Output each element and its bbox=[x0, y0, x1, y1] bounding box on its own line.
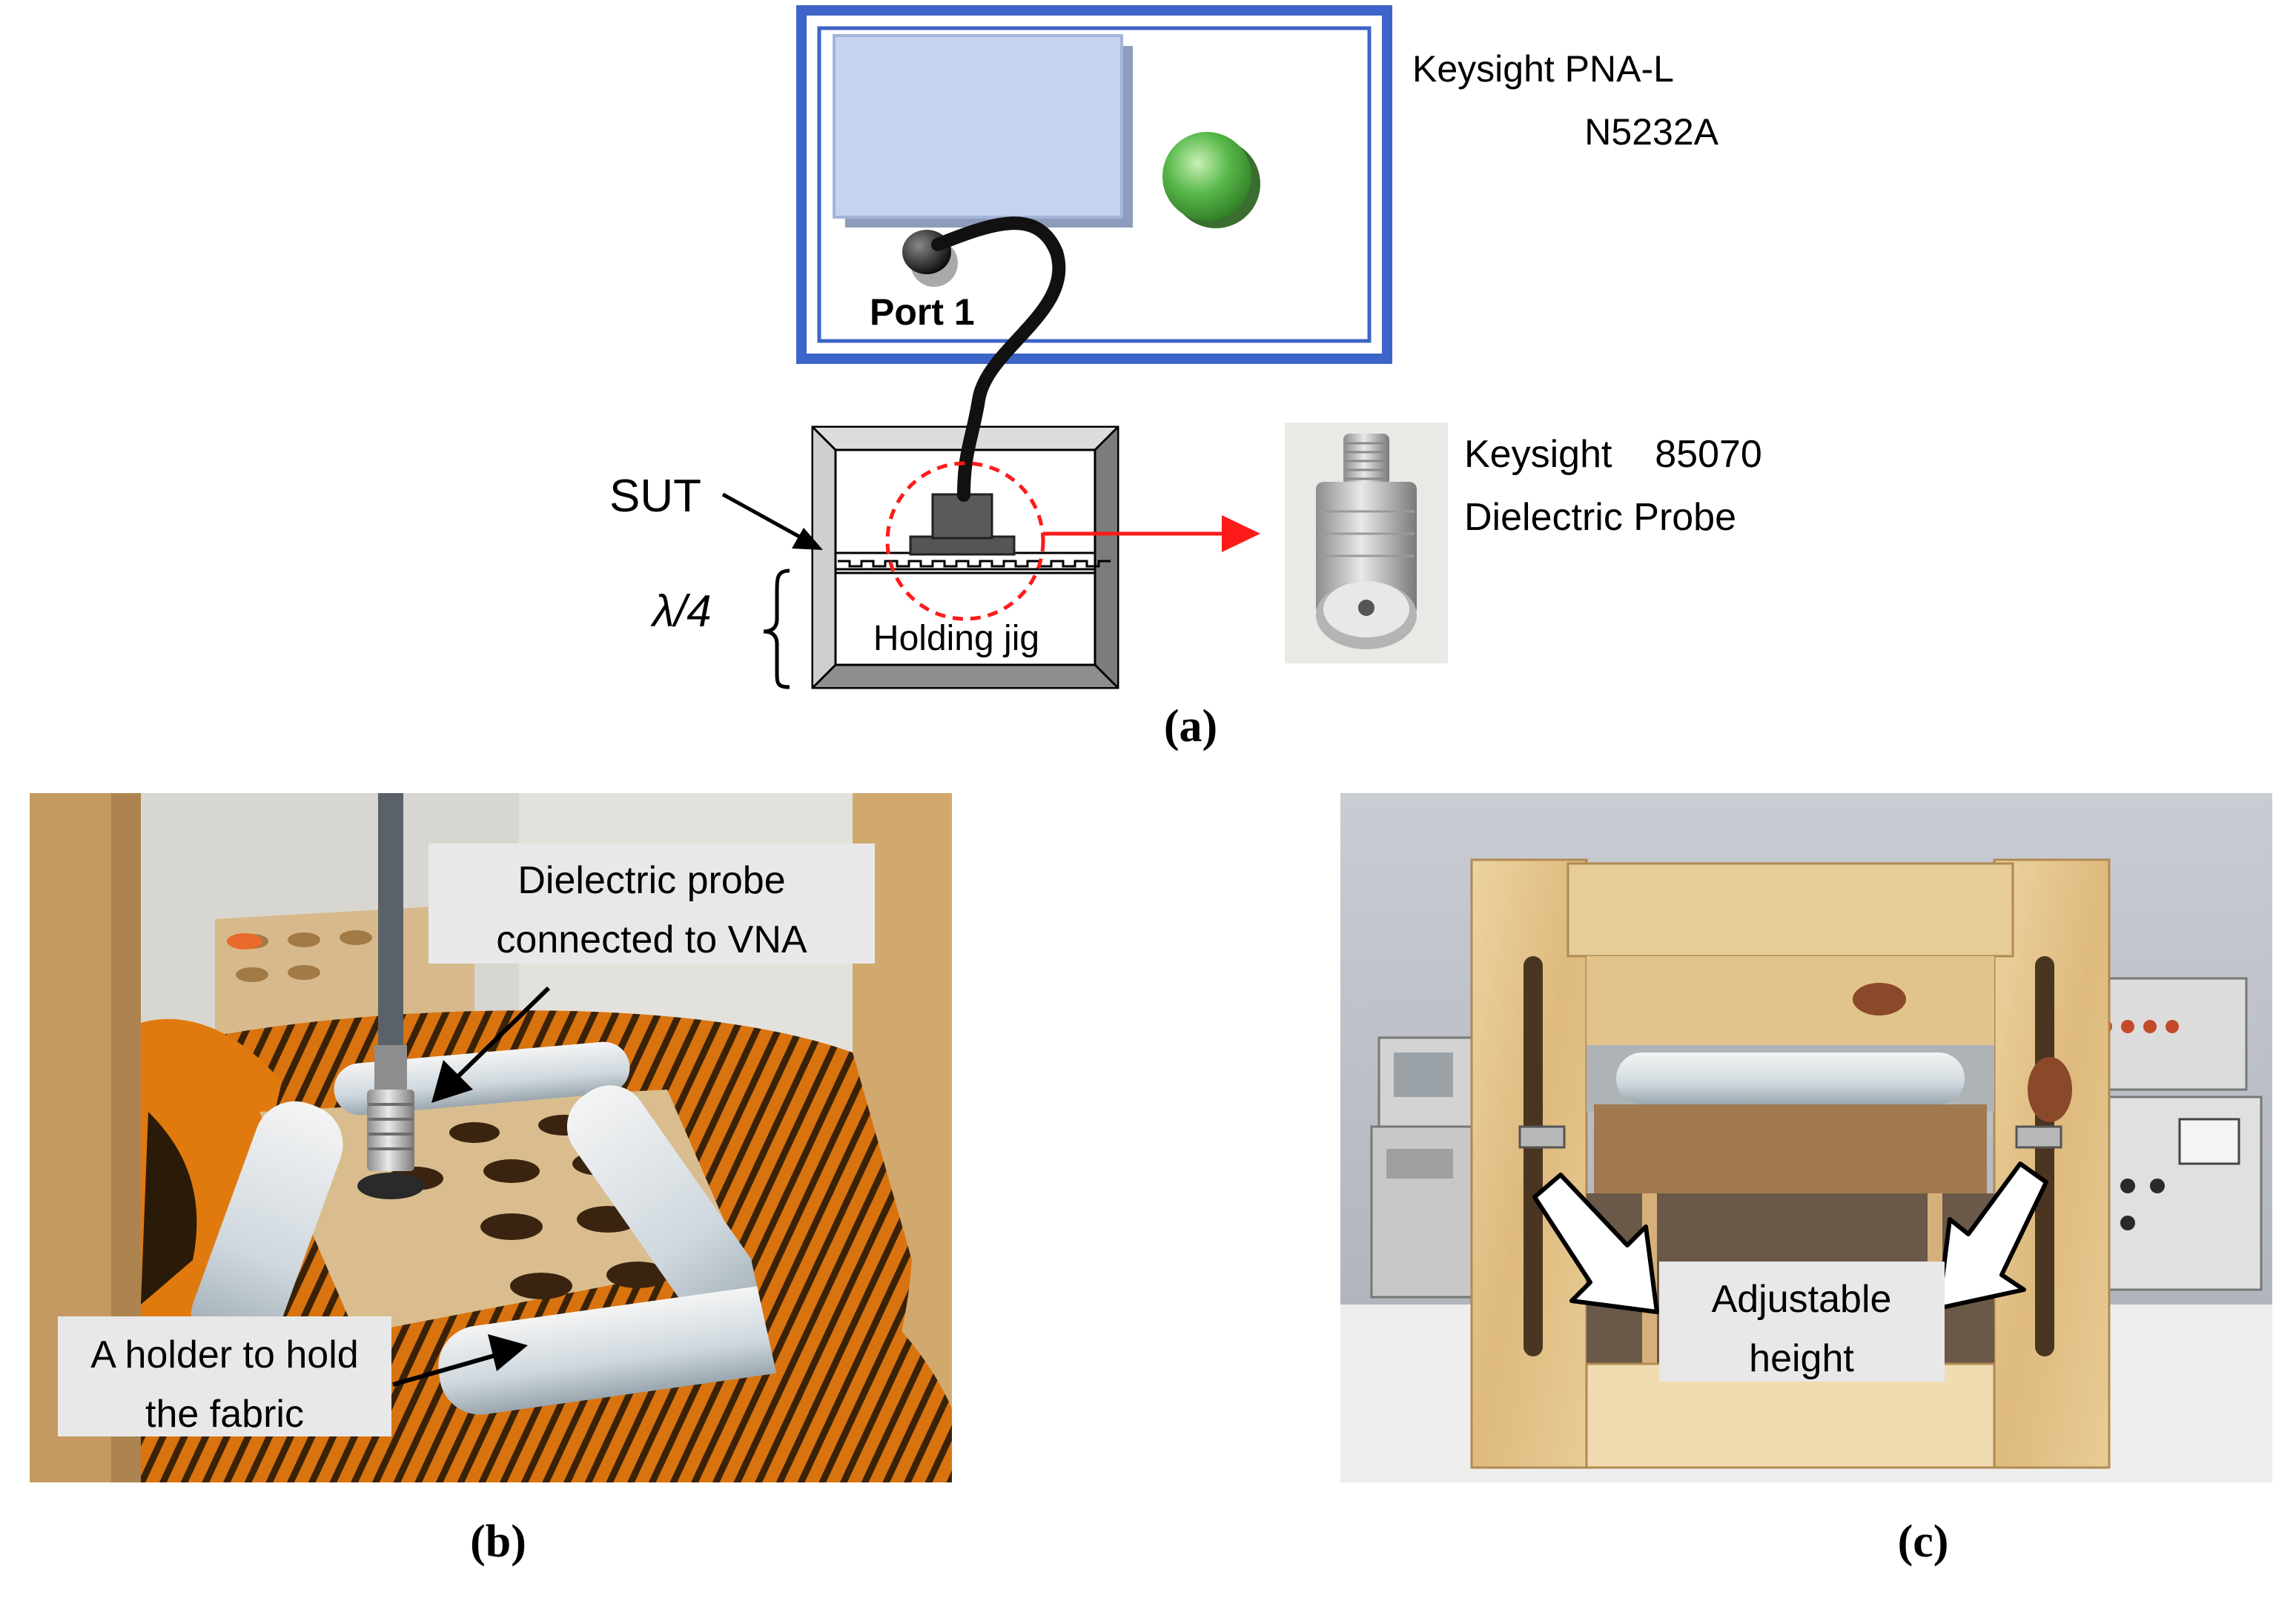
sut-label: SUT bbox=[609, 471, 701, 522]
led-indicator-icon bbox=[1162, 132, 1251, 221]
callout-holder-arrow-line bbox=[392, 1353, 497, 1387]
height-brace bbox=[763, 569, 790, 689]
zoom-circle bbox=[885, 461, 1045, 621]
coax-cable bbox=[931, 216, 1066, 502]
vna-inner-frame bbox=[817, 26, 1372, 343]
callout-holder-line2: the fabric bbox=[145, 1393, 304, 1436]
caption-b: (b) bbox=[470, 1517, 526, 1567]
callout-probe-arrow-head-icon bbox=[431, 1060, 473, 1103]
callout-probe-arrow-line bbox=[454, 986, 551, 1081]
callout-probe-line2: connected to VNA bbox=[496, 918, 807, 961]
probe-type-label: Dielectric Probe bbox=[1464, 496, 1736, 539]
vna-model-number: N5232A bbox=[1584, 111, 1718, 153]
port-label: Port 1 bbox=[870, 291, 975, 333]
caption-c: (c) bbox=[1898, 1517, 1949, 1567]
sut-pointer-line bbox=[721, 492, 802, 540]
probe-flange bbox=[909, 535, 1016, 556]
probe-model-label: Keysight 85070 bbox=[1464, 433, 1762, 476]
vna-model-label: Keysight PNA-L bbox=[1412, 48, 1674, 90]
callout-holder-arrow-head-icon bbox=[488, 1334, 528, 1371]
callout-height-line1: Adjustable bbox=[1712, 1278, 1892, 1321]
callout-height-line2: height bbox=[1749, 1337, 1854, 1380]
callout-holder-line1: A holder to hold bbox=[90, 1333, 358, 1376]
callout-height-box bbox=[1659, 1262, 1945, 1382]
wavelength-label: λ/4 bbox=[650, 586, 712, 636]
vna-screen bbox=[833, 34, 1123, 219]
probe-photo bbox=[1285, 422, 1448, 663]
caption-a: (a) bbox=[1164, 701, 1217, 752]
panel-b-photo: Dielectric probe connected to VNA A hold… bbox=[30, 793, 952, 1567]
callout-probe-box bbox=[429, 843, 875, 964]
panel-a-schematic: Keysight PNA-L N5232A Port 1 SUT λ/4 Hol… bbox=[609, 5, 1762, 752]
probe-body-schematic bbox=[931, 493, 993, 540]
callout-holder-box bbox=[58, 1316, 391, 1436]
callout-probe-line1: Dielectric probe bbox=[517, 859, 785, 902]
jig-label: Holding jig bbox=[873, 619, 1039, 658]
sut-pointer-head-icon bbox=[792, 528, 823, 550]
zoom-arrow-head-icon bbox=[1222, 515, 1260, 552]
height-arrow-left-icon bbox=[1532, 1173, 1659, 1314]
panel-c-photo: Adjustable height (c) bbox=[1340, 793, 2272, 1567]
